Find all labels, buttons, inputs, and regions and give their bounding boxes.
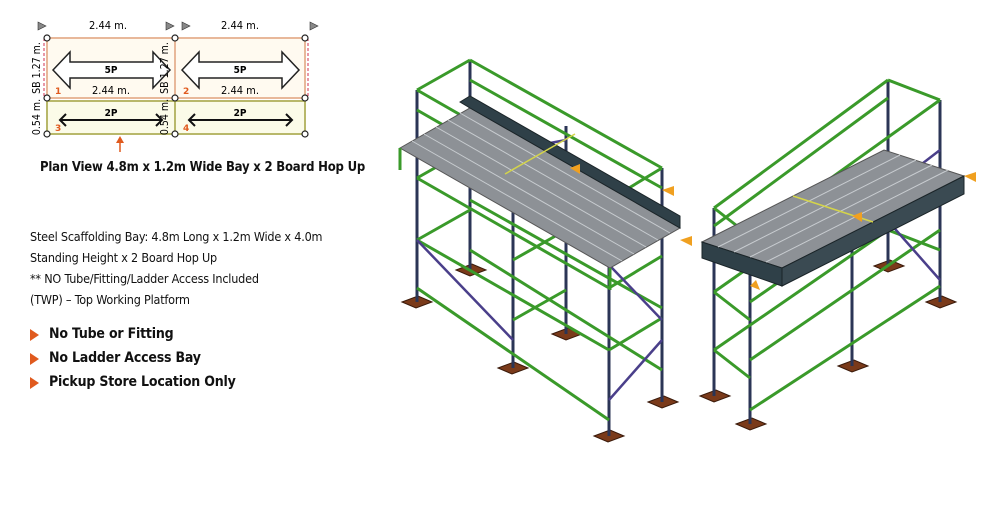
description-block: Steel Scaffolding Bay: 4.8m Long x 1.2m … [30, 226, 322, 310]
board-label-5p-2: 5P [234, 65, 247, 76]
plan-cell-3 [46, 100, 176, 135]
plan-nodes [43, 34, 309, 138]
description-line: Standing Height x 2 Board Hop Up [30, 250, 217, 265]
feature-item: No Ladder Access Bay [30, 346, 236, 370]
description-line: ** NO Tube/Fitting/Ladder Access Include… [30, 271, 259, 286]
deck-boards [411, 112, 671, 262]
plan-side-dim-1: SB 1.27 m. [31, 42, 43, 94]
cell-number-3: 3 [55, 124, 61, 134]
bullet-triangle-icon [30, 328, 39, 341]
bracket-clamps [570, 164, 674, 196]
board-arrow-2p-1 [58, 113, 164, 127]
scaffold-illustration [398, 58, 976, 443]
bracket-clamps [680, 172, 976, 290]
cell-number-2: 2 [183, 87, 189, 97]
board-label-5p-1: 5P [105, 65, 118, 76]
board-arrow-5p-2 [180, 50, 301, 90]
description-line: (TWP) – Top Working Platform [30, 292, 190, 307]
plan-inner-dim-1: 2.44 m. [92, 84, 130, 97]
description-line: Steel Scaffolding Bay: 4.8m Long x 1.2m … [30, 229, 323, 244]
board-arrow-5p-1 [51, 50, 172, 90]
base-plates [698, 259, 958, 431]
plan-cell-4 [174, 100, 306, 135]
board-label-2p-1: 2P [105, 108, 118, 119]
toe-board [459, 95, 681, 229]
feature-item: No Tube or Fitting [30, 322, 236, 346]
feature-list: No Tube or Fitting No Ladder Access Bay … [30, 322, 236, 394]
plan-inner-dim-2: 2.44 m. [221, 84, 259, 97]
cell-number-4: 4 [183, 124, 189, 134]
board-arrow-2p-2 [187, 113, 294, 127]
plan-top-dim-1: 2.44 m. [89, 19, 127, 32]
flag-marker-icon [37, 21, 319, 31]
plan-view-diagram: 2.44 m. 2.44 m. 5P 5P 2.44 m. 2.44 m. 2P… [31, 19, 319, 152]
plan-caption: Plan View 4.8m x 1.2m Wide Bay x 2 Board… [40, 160, 366, 175]
plan-side-dim-2: SB 1.27 m. [159, 42, 171, 94]
scaffold-right [680, 78, 976, 431]
cell-number-1: 1 [55, 87, 61, 97]
board-label-2p-2: 2P [234, 108, 247, 119]
bullet-triangle-icon [30, 376, 39, 389]
feature-item: Pickup Store Location Only [30, 370, 236, 394]
plan-side-dim-lower-1: 0.54 m. [31, 99, 43, 135]
arrow-up-icon [116, 136, 124, 152]
hop-up-rails [398, 148, 612, 290]
plan-side-dim-lower-2: 0.54 m. [159, 99, 171, 135]
scaffold-left [398, 58, 682, 443]
plan-top-dim-2: 2.44 m. [221, 19, 259, 32]
bullet-triangle-icon [30, 352, 39, 365]
